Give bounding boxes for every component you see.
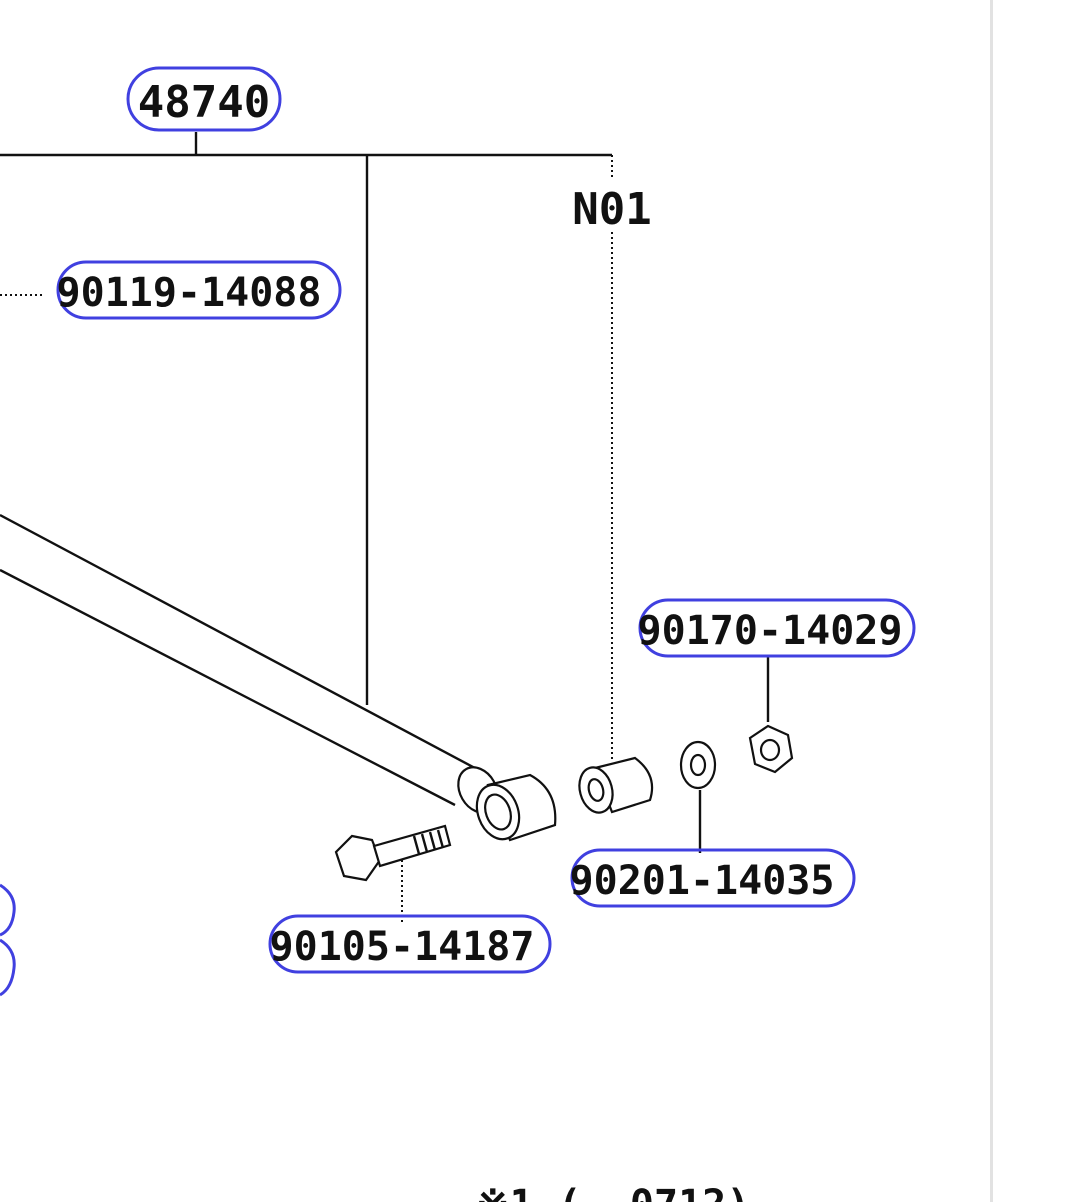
leader-lines [0,132,770,922]
left-edge-hotspots [0,883,16,997]
part-label-90201-14035[interactable]: 90201-14035 [570,848,856,908]
part-label-90170-14029[interactable]: 90170-14029 [638,598,916,658]
nut-icon [748,724,794,774]
scroll-edge-divider [990,0,993,1202]
part-number-text: 90105-14187 [270,924,535,970]
part-number-text: 90119-14088 [57,270,322,316]
reference-text: N01 [572,184,651,235]
part-number-text: 48740 [138,77,270,128]
part-label-48740[interactable]: 48740 [126,66,282,132]
part-number-text: 90170-14029 [638,608,903,654]
footnote-text: ※1 ( -0712) [476,1182,750,1202]
part-label-90105-14187[interactable]: 90105-14187 [268,914,552,974]
washer-icon [679,740,717,790]
footnote: ※1 ( -0712) [476,1182,750,1202]
part-label-90119-14088[interactable]: 90119-14088 [56,260,342,320]
control-arm [0,513,557,842]
bolt-icon [334,824,452,882]
reference-label-n01: N01 [572,184,651,235]
bushing-icon [578,756,654,814]
part-number-text: 90201-14035 [570,858,835,904]
